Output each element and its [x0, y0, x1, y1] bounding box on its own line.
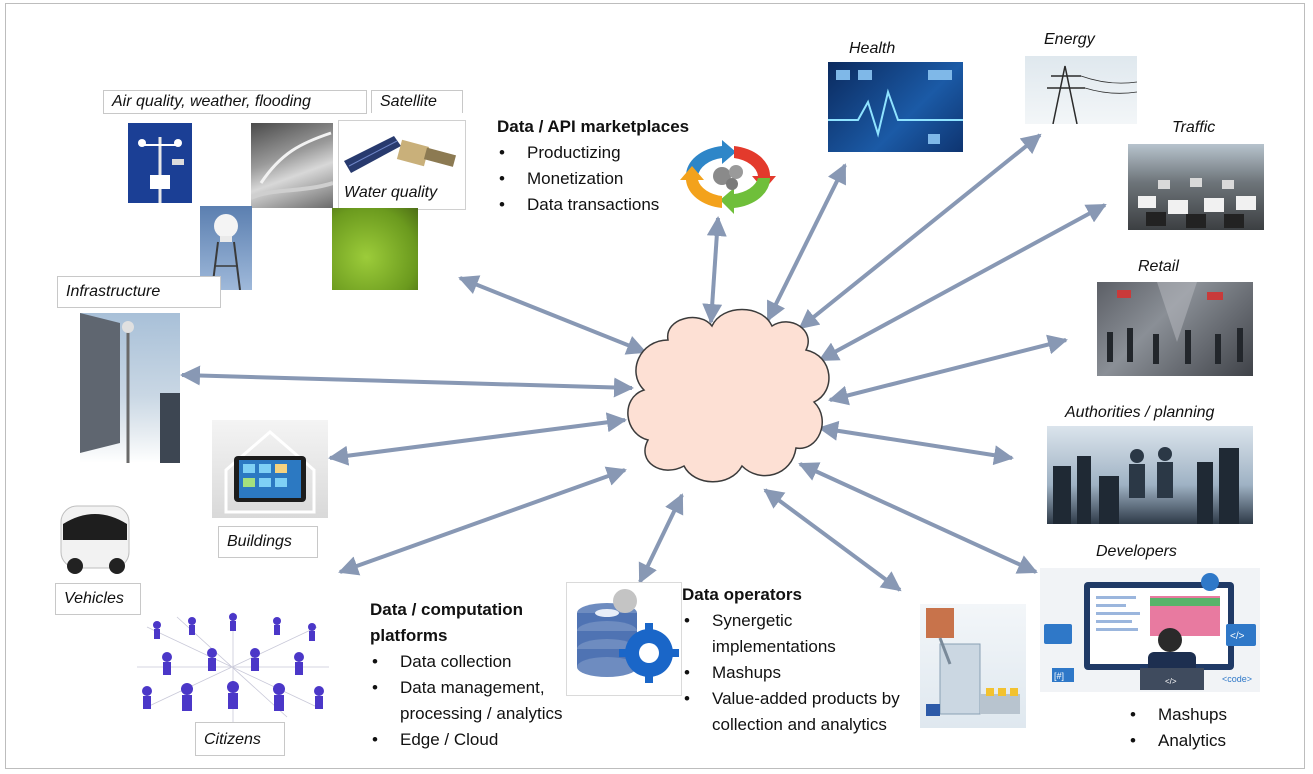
arrow-retail	[828, 334, 1068, 406]
hash-icon: [#]	[1054, 671, 1064, 681]
factory-image	[920, 604, 1026, 728]
air-quality-label: Air quality, weather, flooding	[103, 90, 367, 114]
traffic-image	[1128, 144, 1264, 230]
retail-label: Retail	[1138, 258, 1179, 275]
list-item: Monetization	[497, 166, 697, 192]
arrow-infrastructure	[180, 365, 634, 398]
list-item: Data management, processing / analytics	[370, 675, 602, 727]
weather-station-image	[128, 123, 192, 203]
health-image	[828, 62, 963, 152]
vehicle-image	[55, 500, 137, 580]
monitor-code-icon: </>	[1165, 677, 1177, 686]
developers-list: Mashups Analytics	[1128, 702, 1268, 754]
citizens-label: Citizens	[195, 722, 285, 756]
buildings-label: Buildings	[218, 526, 318, 558]
arrow-buildings	[328, 412, 627, 466]
list-item: Productizing	[497, 140, 697, 166]
satellite-label: Satellite	[371, 90, 463, 113]
list-item: Edge / Cloud	[370, 727, 602, 753]
diagram-frame	[5, 3, 1305, 769]
marketplaces-list: Productizing Monetization Data transacti…	[497, 140, 697, 218]
list-item: Synergetic implementations	[682, 608, 908, 660]
platforms-list: Data collection Data management, process…	[370, 649, 602, 753]
flooding-image	[251, 123, 333, 208]
operators-title: Data operators	[682, 585, 802, 604]
platforms-title-line2: platforms	[370, 626, 448, 645]
vehicles-label: Vehicles	[55, 583, 141, 615]
platforms-title-line1: Data / computation	[370, 600, 524, 619]
list-item: Data transactions	[497, 192, 697, 218]
infrastructure-label: Infrastructure	[57, 276, 221, 308]
buildings-image	[212, 420, 328, 518]
retail-image	[1097, 282, 1253, 376]
arrow-sensors	[458, 275, 647, 355]
arrow-traffic	[818, 203, 1107, 362]
list-item: Mashups	[1128, 702, 1268, 728]
arrow-authorities	[818, 420, 1014, 466]
arrow-marketplaces	[702, 216, 727, 324]
arrow-operators	[763, 488, 902, 592]
authorities-image	[1047, 426, 1253, 524]
developers-image: </> <code> [#] </>	[1040, 568, 1260, 692]
developers-label: Developers	[1096, 543, 1177, 560]
marketplaces-title: Data / API marketplaces	[497, 117, 690, 136]
arrow-developers	[798, 462, 1038, 574]
infrastructure-image	[80, 313, 180, 463]
traffic-label: Traffic	[1172, 119, 1216, 136]
arrow-energy	[798, 133, 1042, 330]
platforms-title: Data / computation platforms	[370, 597, 523, 649]
arrow-data-computation	[638, 493, 684, 584]
water-quality-label: Water quality	[344, 184, 438, 201]
energy-image	[1025, 56, 1137, 124]
list-item: Value-added products by collection and a…	[682, 686, 908, 738]
code-tag-icon: <code>	[1222, 674, 1252, 684]
list-item: Analytics	[1128, 728, 1268, 754]
data-cloud	[627, 308, 830, 483]
bracket-code-icon: </>	[1230, 631, 1245, 642]
water-quality-image	[332, 208, 418, 290]
health-label: Health	[849, 40, 896, 57]
marketplace-cycle-icon	[672, 138, 784, 214]
citizens-image	[137, 607, 329, 725]
list-item: Mashups	[682, 660, 908, 686]
arrow-platforms	[338, 466, 627, 576]
energy-label: Energy	[1044, 31, 1095, 48]
operators-list: Synergetic implementations Mashups Value…	[682, 608, 908, 738]
list-item: Data collection	[370, 649, 602, 675]
authorities-label: Authorities / planning	[1065, 404, 1215, 421]
